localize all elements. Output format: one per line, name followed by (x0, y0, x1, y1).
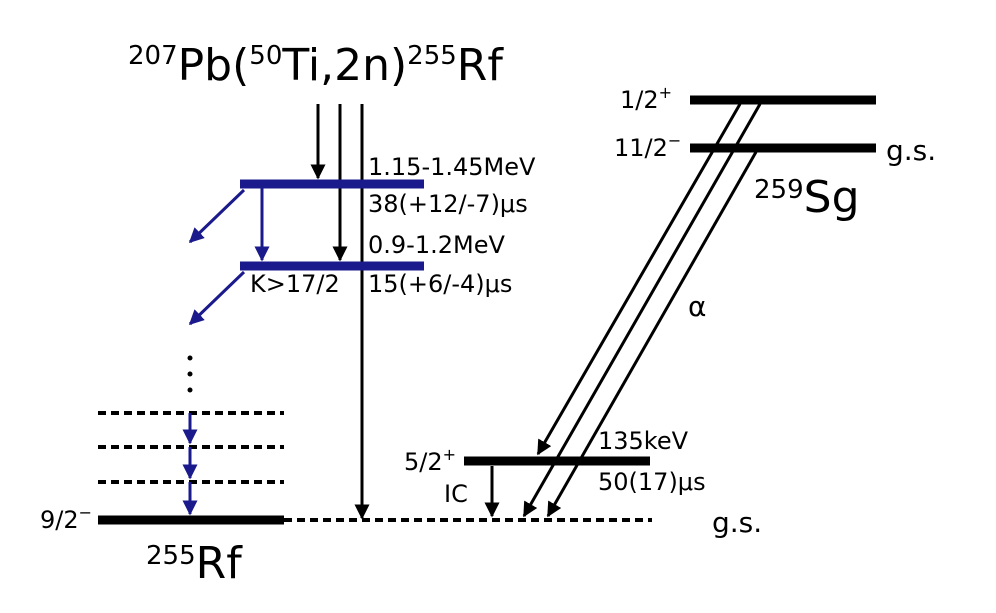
daughter-level-energy: 135keV (598, 427, 689, 455)
isomer1-side-decay-arrow (188, 188, 246, 244)
ellipsis-dot (187, 387, 193, 393)
isomer1-halflife: 38(+12/-7)μs (368, 190, 528, 218)
rf255-isotope-label: 255Rf (146, 538, 243, 589)
sg259-lower-spin: 11/2− (614, 131, 681, 162)
alpha-label: α (688, 290, 706, 323)
sg259-isotope-label: 259Sg (754, 172, 860, 223)
isomer2-energy: 0.9-1.2MeV (368, 231, 505, 259)
isomer2-side-decay-arrow (188, 270, 246, 326)
alpha-arrow (522, 103, 762, 518)
reaction-title: 207Pb(50Ti,2n)255Rf (128, 40, 504, 91)
daughter-gs-label: g.s. (712, 506, 762, 539)
sg259-upper-spin: 1/2+ (620, 83, 672, 114)
ic-label: IC (444, 480, 468, 508)
alpha-arrow (536, 103, 742, 456)
daughter-level-spin: 5/2+ (404, 445, 456, 476)
ellipsis-dot (187, 371, 193, 377)
isomer1-energy: 1.15-1.45MeV (368, 153, 536, 181)
alpha-arrow (546, 151, 758, 518)
ellipsis-dot (187, 355, 193, 361)
rf255-gs-spin: 9/2− (40, 503, 92, 534)
isomer2-halflife: 15(+6/-4)μs (368, 270, 512, 298)
sg259-gs-label: g.s. (886, 134, 936, 167)
isomer2-k-label: K>17/2 (250, 270, 340, 298)
daughter-level-halflife: 50(17)μs (598, 468, 706, 496)
